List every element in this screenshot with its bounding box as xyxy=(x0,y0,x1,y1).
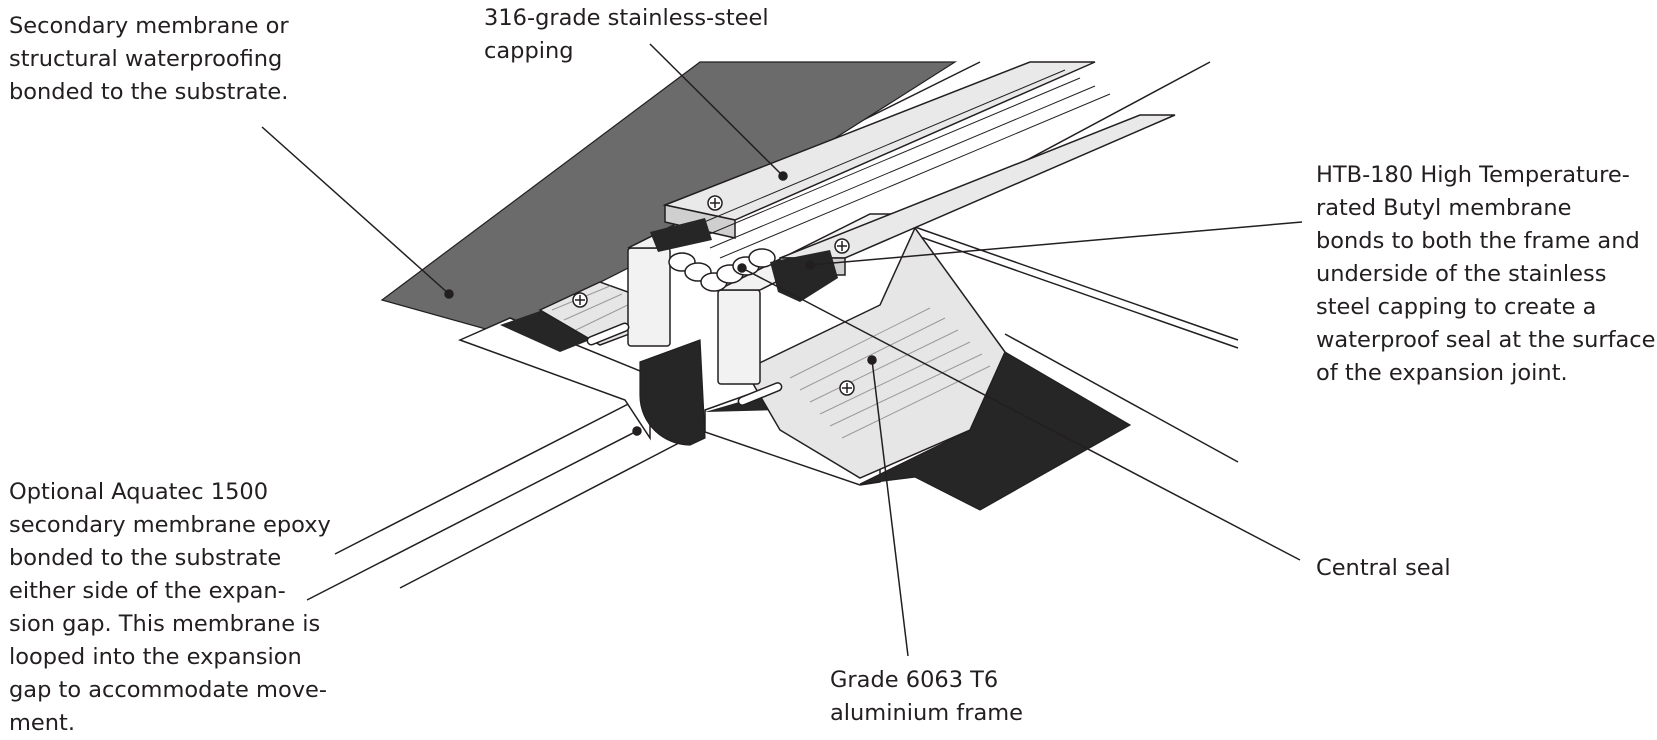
butyl-membrane-left xyxy=(650,218,712,252)
aluminium-frame-label: Grade 6063 T6 aluminium frame xyxy=(830,667,1024,726)
htb-butyl-membrane-label: HTB-180 High Temperature- rated Butyl me… xyxy=(1316,162,1656,386)
butyl-membrane-right xyxy=(770,250,838,302)
leader-lines xyxy=(261,43,1303,657)
central-seal-label: Central seal xyxy=(1316,555,1451,581)
capping-screw-icons xyxy=(572,195,855,396)
capping-grooves xyxy=(689,69,1111,259)
stainless-capping-label: 316-grade stainless-steel capping xyxy=(484,5,769,64)
aquatec-membrane-label: Optional Aquatec 1500 secondary membrane… xyxy=(9,479,331,736)
substrate-slab-right xyxy=(911,225,1239,463)
looped-epoxy-membrane xyxy=(639,339,706,446)
secondary-membrane-label: Secondary membrane or structural waterpr… xyxy=(9,13,289,105)
anchor-pins xyxy=(586,322,783,406)
frame-ribs-right xyxy=(789,307,991,439)
